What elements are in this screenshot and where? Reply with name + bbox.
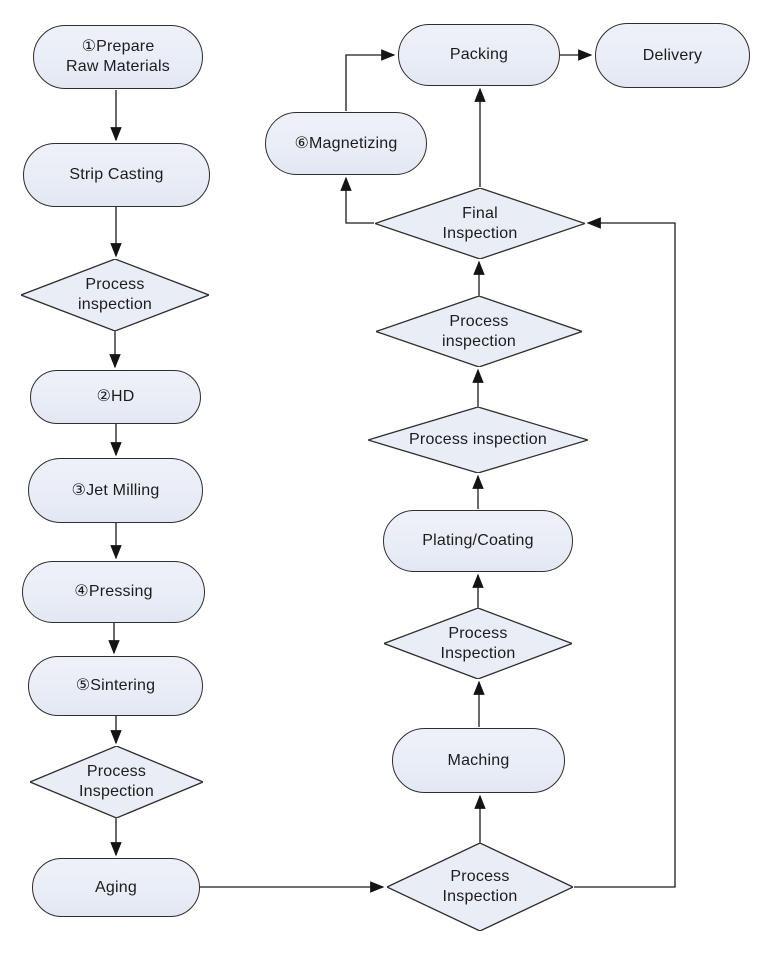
- node-process-inspection-6: Process inspection: [376, 296, 582, 367]
- arrow-feedback-inspection3-to-final: [574, 217, 676, 888]
- diamond-shape: [384, 608, 572, 679]
- node-process-inspection-3: Process Inspection: [387, 843, 573, 931]
- node-pressing: ④Pressing: [22, 561, 205, 623]
- node-label: Process Inspection: [79, 763, 154, 800]
- node-magnetizing: ⑥Magnetizing: [265, 112, 427, 175]
- node-delivery: Delivery: [595, 23, 750, 88]
- diamond-shape: [387, 843, 573, 931]
- node-plating-coating: Plating/Coating: [383, 510, 573, 572]
- diamond-shape: [376, 296, 582, 367]
- node-label: Aging: [95, 878, 137, 896]
- node-jet-milling: ③Jet Milling: [28, 458, 203, 523]
- arrow-magnetizing-to-packing: [345, 49, 396, 111]
- node-label: ①Prepare Raw Materials: [66, 38, 170, 75]
- node-label: ②HD: [96, 388, 135, 406]
- node-process-inspection-4: Process Inspection: [384, 608, 572, 679]
- node-label: Process inspection: [409, 431, 547, 449]
- diamond-shape: [30, 746, 203, 818]
- diamond-shape: [21, 259, 209, 331]
- node-label: ④Pressing: [74, 583, 153, 601]
- node-strip-casting: Strip Casting: [23, 143, 210, 207]
- node-hd: ②HD: [30, 370, 201, 424]
- node-aging: Aging: [32, 858, 200, 917]
- node-maching: Maching: [392, 728, 565, 793]
- node-label: Plating/Coating: [422, 532, 534, 550]
- node-final-inspection: Final Inspection: [375, 188, 585, 259]
- node-label: Packing: [449, 46, 509, 64]
- node-packing: Packing: [398, 24, 560, 86]
- node-label: Strip Casting: [69, 166, 164, 184]
- node-sintering: ⑤Sintering: [28, 656, 203, 716]
- node-label: ③Jet Milling: [71, 481, 160, 499]
- node-prepare-raw-materials: ①Prepare Raw Materials: [33, 25, 203, 89]
- arrow-final-to-magnetizing: [340, 176, 374, 224]
- node-process-inspection-5: Process inspection: [368, 407, 588, 473]
- node-label: Delivery: [642, 46, 703, 64]
- node-process-inspection-2: Process Inspection: [30, 746, 203, 818]
- diamond-shape: [368, 407, 588, 473]
- node-label: Process Inspection: [442, 868, 518, 905]
- node-label: Process inspection: [441, 312, 517, 350]
- node-label: Maching: [447, 751, 510, 769]
- node-label: Process Inspection: [440, 624, 516, 662]
- diamond-shape: [375, 188, 585, 259]
- node-label: Final Inspection: [442, 204, 518, 242]
- node-label: Process inspection: [77, 276, 153, 313]
- node-process-inspection-1: Process inspection: [21, 259, 209, 331]
- node-label: ⑤Sintering: [75, 677, 156, 695]
- node-label: ⑥Magnetizing: [294, 134, 398, 152]
